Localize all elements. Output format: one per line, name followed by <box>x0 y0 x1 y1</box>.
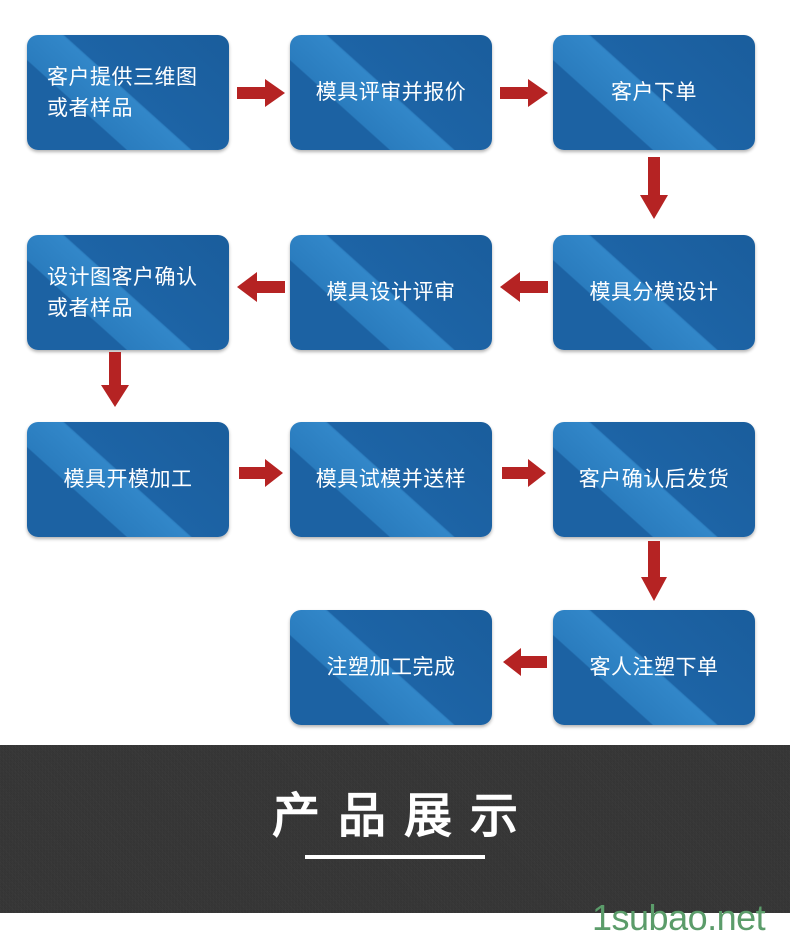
arrow-left-icon <box>503 648 547 676</box>
arrow-right-icon <box>500 79 548 107</box>
flow-node-n8[interactable]: 模具试模并送样 <box>290 422 492 537</box>
flow-node-label: 客户提供三维图 或者样品 <box>47 65 198 120</box>
arrow-left-icon <box>237 272 285 302</box>
flow-node-n3[interactable]: 客户下单 <box>553 35 755 150</box>
flow-node-n10[interactable]: 注塑加工完成 <box>290 610 492 725</box>
arrow-down-icon <box>641 541 667 601</box>
arrow-right-icon <box>237 79 285 107</box>
flow-node-n9[interactable]: 客户确认后发货 <box>553 422 755 537</box>
arrow-down-icon <box>101 352 129 407</box>
flowchart-canvas: 客户提供三维图 或者样品 模具评审并报价 客户下单 设计图客户确认 或者样品 模… <box>27 35 755 725</box>
flow-node-label: 设计图客户确认 或者样品 <box>47 265 198 320</box>
flow-node-n2[interactable]: 模具评审并报价 <box>290 35 492 150</box>
flow-node-label: 模具分模设计 <box>589 281 719 304</box>
flow-node-label: 模具开模加工 <box>63 468 193 491</box>
arrow-right-icon <box>502 459 546 487</box>
flow-node-label: 注塑加工完成 <box>326 656 456 679</box>
product-showcase-banner: 产品展示 <box>0 745 790 913</box>
banner-noise-texture <box>0 745 790 913</box>
flow-node-label: 客人注塑下单 <box>589 656 719 679</box>
banner-underline-rule <box>305 855 485 859</box>
arrow-down-icon <box>640 157 668 219</box>
flow-node-label: 客户确认后发货 <box>578 468 730 491</box>
site-watermark: 1subao.net <box>592 897 766 938</box>
flow-node-n1[interactable]: 客户提供三维图 或者样品 <box>27 35 229 150</box>
flow-node-label: 客户下单 <box>611 81 697 104</box>
flow-node-label: 模具评审并报价 <box>315 81 467 104</box>
flow-node-n6[interactable]: 模具分模设计 <box>553 235 755 350</box>
arrow-right-icon <box>239 459 283 487</box>
flow-node-n4[interactable]: 设计图客户确认 或者样品 <box>27 235 229 350</box>
flow-node-n11[interactable]: 客人注塑下单 <box>553 610 755 725</box>
arrow-left-icon <box>500 272 548 302</box>
flow-node-n5[interactable]: 模具设计评审 <box>290 235 492 350</box>
flow-node-n7[interactable]: 模具开模加工 <box>27 422 229 537</box>
flow-node-label: 模具设计评审 <box>326 281 456 304</box>
banner-title: 产品展示 <box>271 790 536 843</box>
flow-node-label: 模具试模并送样 <box>315 468 467 491</box>
